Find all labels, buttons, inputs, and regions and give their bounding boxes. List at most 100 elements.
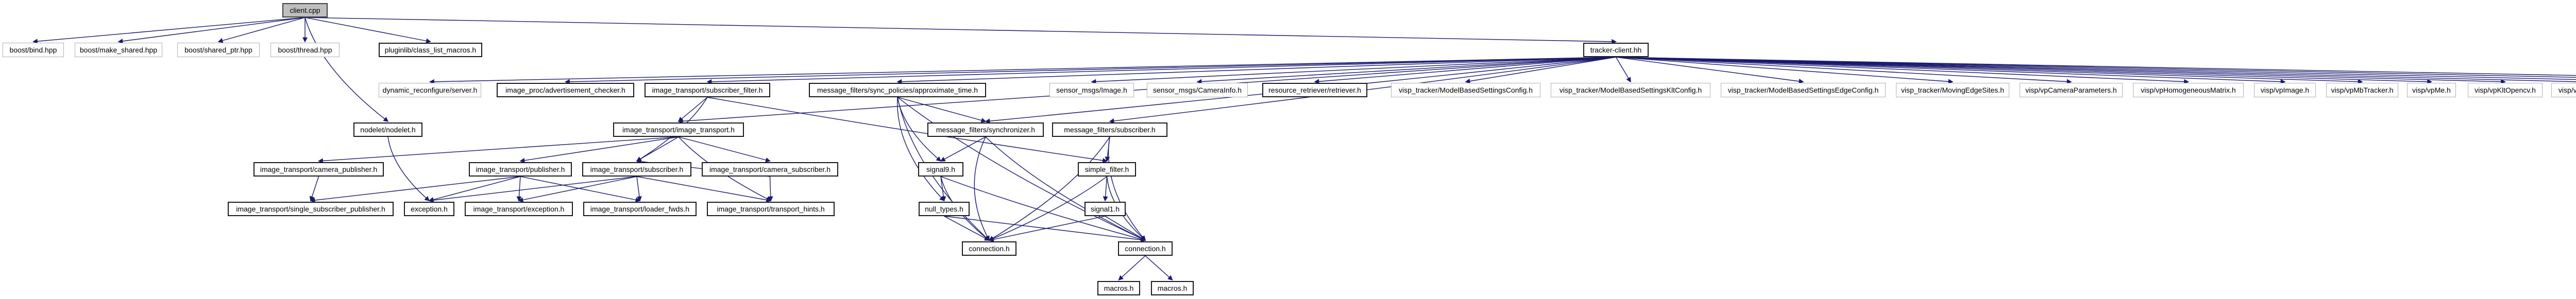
graph-node-sync[interactable]: message_filters/synchronizer.h [927,122,1044,137]
include-edge-campub-ssp [309,176,319,202]
graph-node-mfsub[interactable]: message_filters/subscriber.h [1052,122,1167,137]
include-edge-tracker-imgproc [565,57,1616,84]
graph-node-imgproc[interactable]: image_proc/advertisement_checker.h [497,83,634,97]
include-edge-client-nodelet [304,17,389,122]
graph-node-smcam: sensor_msgs/CameraInfo.h [1147,83,1248,97]
include-edge-pub-ssp [310,176,521,203]
graph-node-smimage: sensor_msgs/Image.h [1049,83,1134,97]
graph-node-ssp[interactable]: image_transport/single_subscriber_publis… [228,202,394,216]
graph-node-approx[interactable]: message_filters/sync_policies/approximat… [809,83,986,97]
include-edge-tracker-smcam [1196,57,1616,84]
graph-node-camsub[interactable]: image_transport/camera_subscriber.h [702,162,838,177]
graph-node-vpimg: visp/vpImage.h [2254,83,2316,97]
graph-node-nulltypes[interactable]: null_types.h [919,202,970,216]
include-edge-subfilter-simple [707,97,1108,163]
graph-node-pub[interactable]: image_transport/publisher.h [469,162,572,177]
include-edge-signal9-nulltypes [940,176,946,202]
graph-node-mbsec: visp_tracker/ModelBasedSettingsEdgeConfi… [1721,83,1886,97]
include-edge-simple-conn1 [988,176,1107,241]
graph-node-vpcam: visp/vpCameraParameters.h [2020,83,2123,97]
include-edge-client-makeshared [117,17,306,44]
graph-node-mes: visp_tracker/MovingEdgeSites.h [1896,83,2009,97]
include-edge-tracker-retriever [1314,57,1616,84]
graph-node-campub[interactable]: image_transport/camera_publisher.h [253,162,384,177]
graph-node-exc[interactable]: exception.h [404,202,454,216]
include-edge-tracker-subfilter [706,57,1616,84]
graph-node-vppose: visp/vpPose.h [2551,83,2576,97]
graph-node-retriever[interactable]: resource_retriever/retriever.h [1262,83,1367,97]
include-edge-pub-itexc [516,176,522,202]
graph-node-sub[interactable]: image_transport/subscriber.h [582,162,691,177]
graph-node-mbskc: visp_tracker/ModelBasedSettingsKltConfig… [1551,83,1710,97]
include-edge-tracker-dynrec [429,57,1616,84]
graph-node-itexc[interactable]: image_transport/exception.h [465,202,573,216]
include-edge-tracker-vpcam [1616,57,2072,84]
include-edge-imgtrans-camsub [678,136,771,163]
graph-node-client[interactable]: client.cpp [282,3,328,17]
include-edge-tracker-fstream [1616,57,2576,80]
include-edge-nodelet-exc [387,136,430,201]
include-edge-nulltypes-conn1 [944,216,990,241]
graph-node-thread: boost/thread.hpp [270,43,340,57]
include-edge-pub-exc [428,176,521,202]
graph-node-pluginlib[interactable]: pluginlib/class_list_macros.h [379,43,482,57]
include-edge-mfsub-conn2 [1108,136,1146,241]
include-edge-imgtrans-sub [636,136,679,162]
include-edge-client-bind [32,17,306,44]
graph-node-loader[interactable]: image_transport/loader_fwds.h [583,202,697,216]
graph-node-dynrec: dynamic_reconfigure/server.h [379,83,481,97]
include-edge-tracker-mes [1616,57,1954,84]
include-edge-simple-signal1 [1103,176,1108,202]
include-edge-sync-signal9 [940,136,986,162]
graph-node-makeshared: boost/make_shared.hpp [75,43,162,57]
graph-node-subfilter[interactable]: image_transport/subscriber_filter.h [645,83,770,97]
include-edge-conn2-macros2 [1145,255,1173,280]
include-edge-sub-hints [636,176,772,203]
include-edge-client-tracker [304,17,1617,44]
graph-node-vpme: visp/vpMe.h [2407,83,2456,97]
include-edge-client-sharedptr [217,17,306,43]
graph-node-vpmbt: visp/vpMbTracker.h [2326,83,2398,97]
include-edge-mfsub-conn1 [988,136,1110,241]
include-edge-tracker-vphom [1616,57,2189,84]
graph-node-signal1[interactable]: signal1.h [1084,202,1126,216]
include-edge-imgtrans-pub [519,136,679,163]
graph-node-simple[interactable]: simple_filter.h [1078,162,1136,177]
include-edge-signal1-conn2 [1105,216,1146,241]
graph-node-signal9[interactable]: signal9.h [918,162,963,177]
include-edge-tracker-vpimg [1616,57,2286,84]
graph-node-vpklt: visp/vpKltOpencv.h [2468,83,2543,97]
graph-node-vphom: visp/vpHomogeneousMatrix.h [2133,83,2244,97]
graph-node-sharedptr: boost/shared_ptr.hpp [177,43,260,57]
include-edge-sync-conn1 [974,136,990,241]
include-edge-pub-loader [520,176,641,203]
include-edge-signal9-conn2 [940,176,1146,242]
graph-node-mbsc: visp_tracker/ModelBasedSettingsConfig.h [1391,83,1540,97]
include-edge-tracker-mbskc [1615,57,1631,83]
graph-node-hints[interactable]: image_transport/transport_hints.h [707,202,835,216]
graph-node-macros2[interactable]: macros.h [1151,281,1194,295]
include-edge-tracker-approx [896,57,1616,84]
include-edge-tracker-mbsec [1616,57,1804,84]
graph-node-bind: boost/bind.hpp [3,43,64,57]
include-edge-approx-sync [897,97,987,123]
graph-node-macros1[interactable]: macros.h [1097,281,1140,295]
graph-node-conn2[interactable]: connection.h [1118,241,1173,256]
include-edge-camsub-hints [768,176,773,202]
include-edge-sub-exc [428,176,637,203]
graph-node-imgtrans[interactable]: image_transport/image_transport.h [613,122,744,137]
graph-node-nodelet[interactable]: nodelet/nodelet.h [353,122,422,137]
include-edge-sub-itexc [518,176,637,203]
include-edge-approx-nulltypes [897,97,945,202]
include-edge-sub-loader [636,176,642,202]
include-edge-imgtrans-campub [318,136,679,164]
graph-node-conn1[interactable]: connection.h [962,241,1016,256]
include-edge-conn2-macros1 [1118,255,1146,280]
graph-node-tracker[interactable]: tracker-client.hh [1583,43,1649,57]
include-edge-tracker-smimage [1091,57,1616,84]
include-edge-tracker-recmutex [1616,57,2576,76]
include-edge-nulltypes-conn2 [944,216,1146,242]
include-edge-tracker-mfsub [1109,57,1616,124]
include-edge-client-pluginlib [304,17,431,44]
